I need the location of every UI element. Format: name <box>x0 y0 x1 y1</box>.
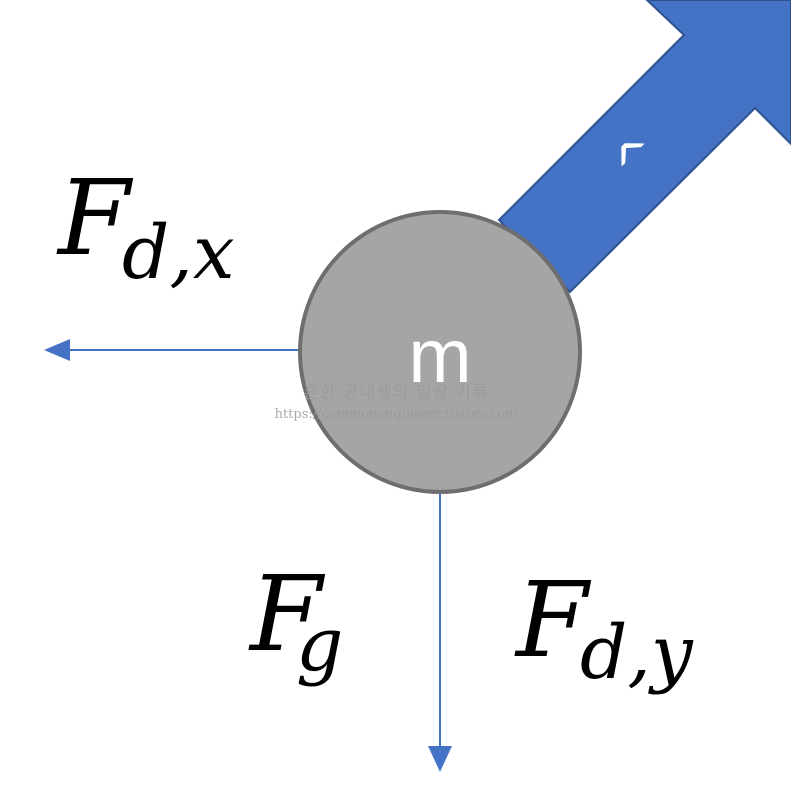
gravity-arrowhead <box>428 746 452 772</box>
gravity-arrow <box>428 492 452 772</box>
mass-circle <box>298 210 582 494</box>
watermark-title: 흔한 공대생의 일상 기록 <box>303 383 489 403</box>
drag-x-label-sub: d,x <box>122 210 235 296</box>
mass-label: m <box>408 314 471 399</box>
drag-x-label: F d,x <box>56 157 235 296</box>
mass-body: m <box>298 210 582 494</box>
watermark-url: https://commonengineerr.tistory.com <box>275 407 518 422</box>
gravity-label-main: F <box>248 553 326 675</box>
drag-y-label: F d,y <box>514 559 694 696</box>
gravity-label-sub: g <box>296 602 343 688</box>
drag-y-label-main: F <box>514 559 592 681</box>
velocity-arrow-shape <box>497 0 791 294</box>
gravity-label: F g <box>248 553 343 688</box>
drag-x-arrowhead <box>44 339 70 361</box>
watermark: 흔한 공대생의 일상 기록 https://commonengineerr.ti… <box>275 383 518 422</box>
drag-y-label-sub: d,y <box>580 610 694 696</box>
velocity-arrow: ^ <box>497 0 791 294</box>
drag-x-label-main: F <box>56 157 134 279</box>
drag-x-arrow <box>44 339 300 361</box>
